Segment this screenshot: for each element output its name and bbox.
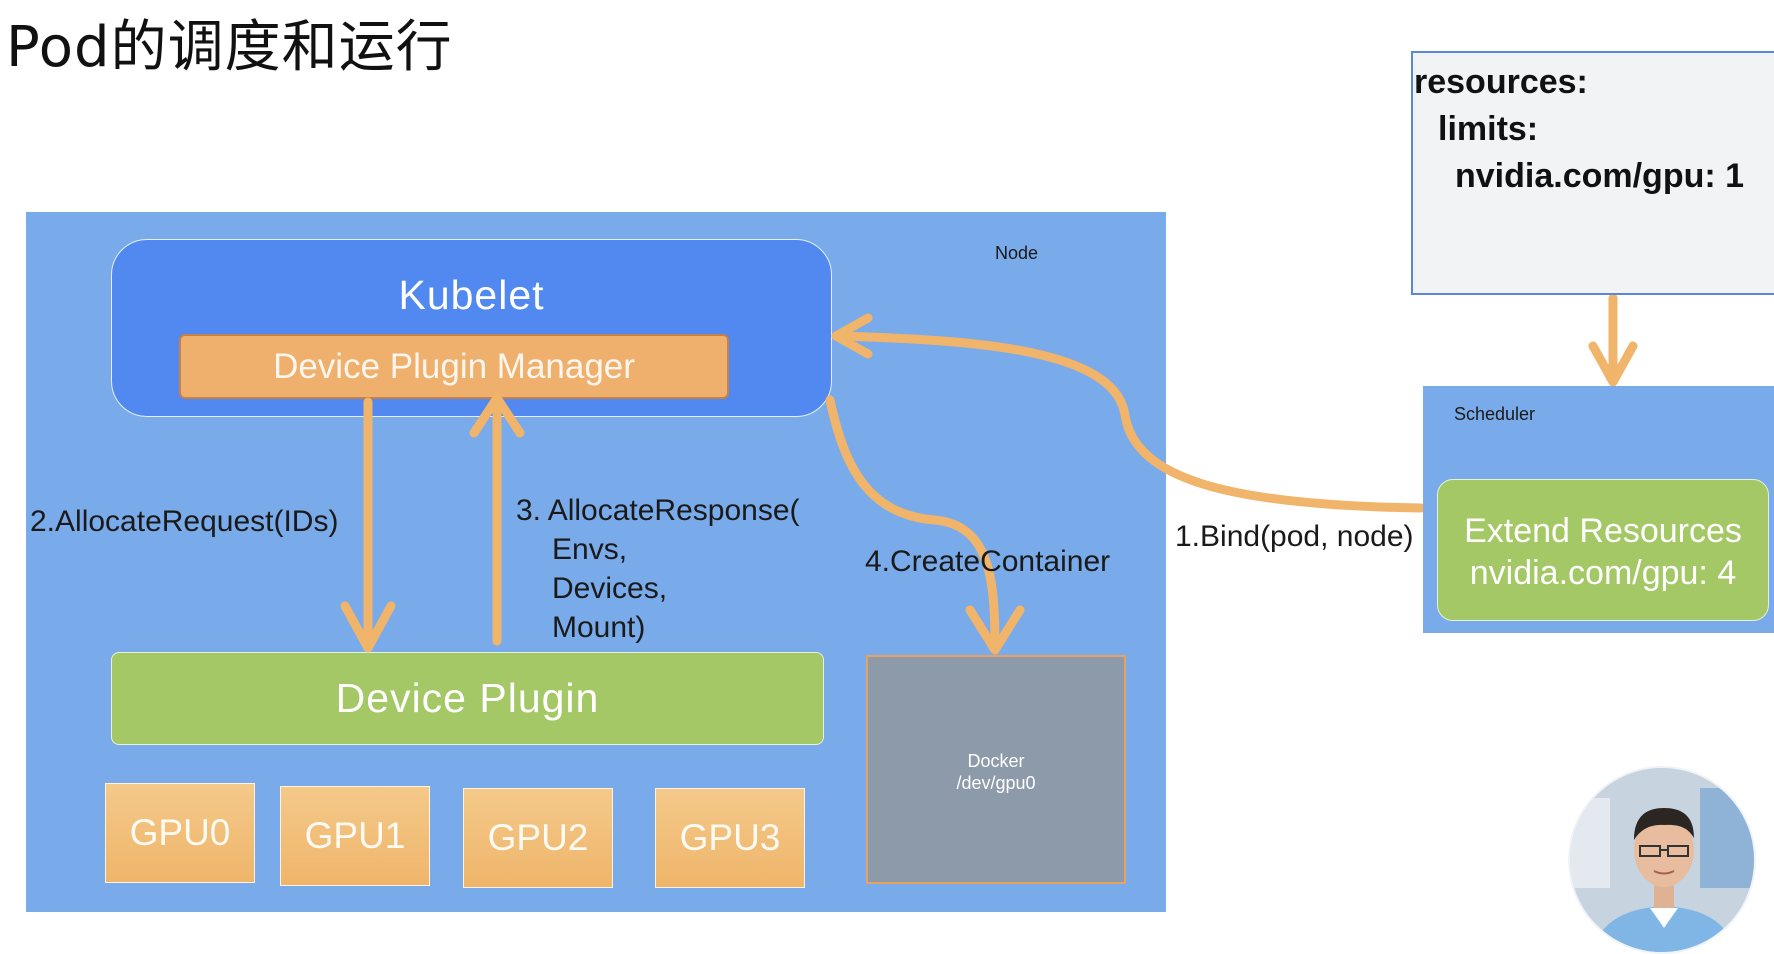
device-plugin-label: Device Plugin	[335, 675, 600, 721]
arrow-allocate-response	[469, 393, 525, 646]
presenter-avatar	[1568, 766, 1756, 954]
resources-spec-box: resources: limits: nvidia.com/gpu: 1	[1411, 51, 1774, 295]
step-bind-label: 1.Bind(pod, node)	[1175, 520, 1414, 553]
kubelet-label: Kubelet	[398, 272, 545, 318]
docker-device-path: /dev/gpu0	[956, 773, 1036, 793]
gpu-box-2: GPU2	[463, 788, 613, 888]
arrow-allocate-request	[340, 397, 396, 653]
presenter-picture	[1570, 768, 1754, 952]
extend-resources-box: Extend Resources nvidia.com/gpu: 4	[1437, 479, 1769, 621]
gpu-label: GPU0	[129, 812, 231, 853]
device-plugin-box: Device Plugin	[111, 652, 824, 745]
resources-spec-line: resources:	[1414, 63, 1588, 101]
step-allocate-response-label-line3: Devices,	[552, 572, 668, 605]
extend-resources-title: Extend Resources	[1464, 512, 1742, 550]
resources-spec-line: limits:	[1438, 110, 1539, 148]
node-label: Node	[995, 243, 1039, 263]
step-create-container-label: 4.CreateContainer	[865, 545, 1111, 578]
page-title: Pod的调度和运行	[6, 15, 453, 80]
scheduler-label: Scheduler	[1454, 404, 1536, 424]
extend-resources-value: nvidia.com/gpu: 4	[1469, 554, 1737, 592]
step-allocate-response-label-line4: Mount)	[552, 611, 646, 644]
gpu-box-1: GPU1	[280, 786, 430, 886]
step-allocate-request-label: 2.AllocateRequest(IDs)	[30, 505, 339, 538]
arrow-create-container	[825, 395, 1025, 655]
step-allocate-response-label-line1: 3. AllocateResponse(	[516, 494, 800, 527]
step-allocate-response-label-line2: Envs,	[552, 533, 628, 566]
arrow-spec-to-scheduler	[1588, 293, 1638, 387]
gpu-label: GPU3	[679, 817, 781, 858]
gpu-label: GPU2	[487, 817, 589, 858]
arrow-bind	[831, 313, 1426, 513]
resources-spec-line: nvidia.com/gpu: 1	[1455, 157, 1745, 195]
gpu-box-0: GPU0	[105, 783, 255, 883]
device-plugin-manager-label: Device Plugin Manager	[273, 346, 635, 386]
device-plugin-manager-box: Device Plugin Manager	[179, 334, 729, 399]
docker-container-box: Docker /dev/gpu0	[866, 655, 1126, 884]
docker-label: Docker	[967, 751, 1025, 771]
gpu-label: GPU1	[304, 815, 406, 856]
gpu-box-3: GPU3	[655, 788, 805, 888]
